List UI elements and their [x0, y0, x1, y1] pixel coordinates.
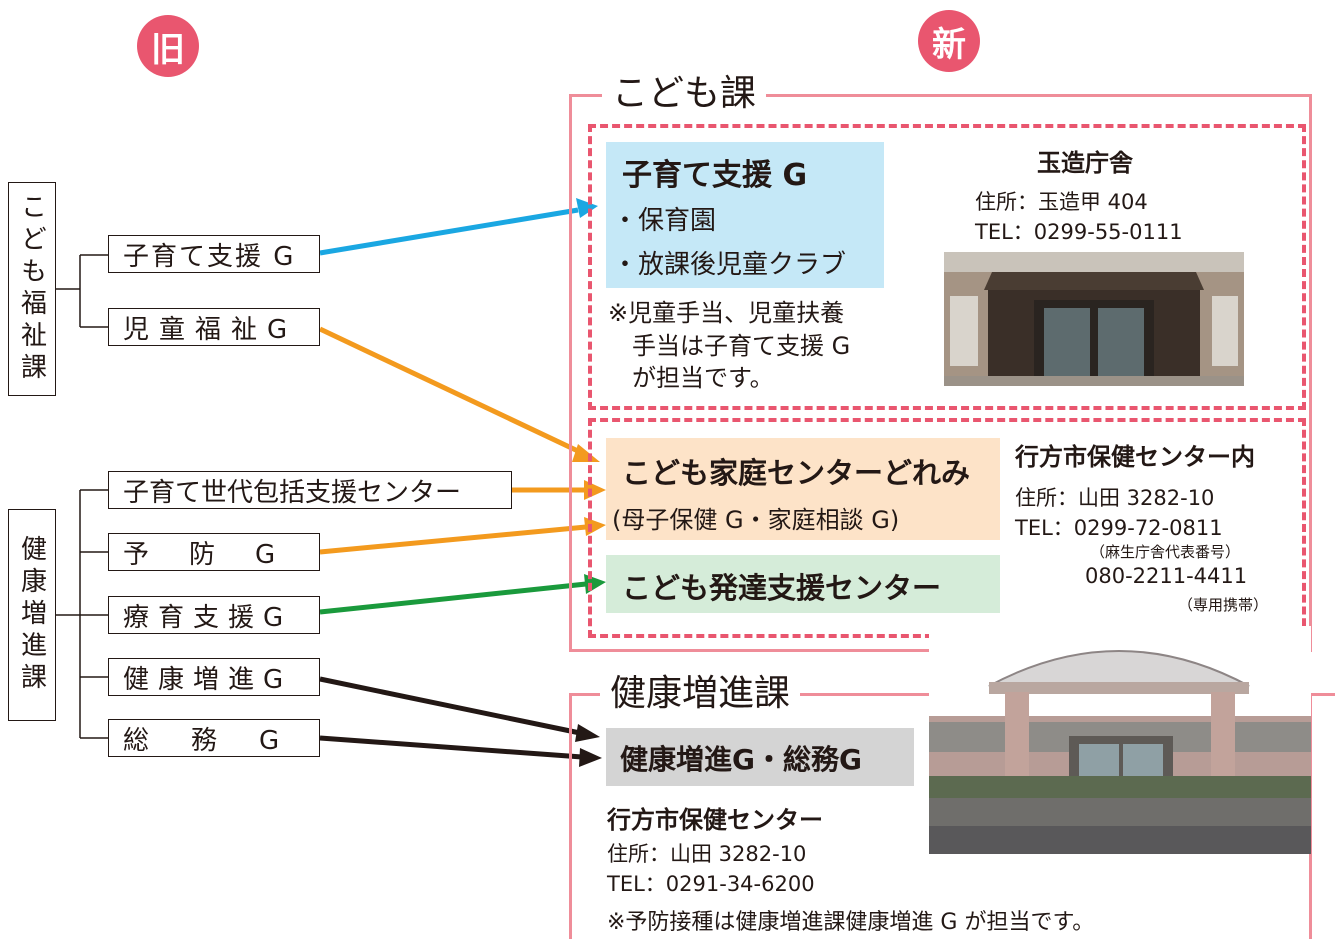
arrow-jido	[318, 326, 582, 455]
kenko-ka-frame-left	[569, 693, 572, 939]
kenko-center-name: 行方市保健センター	[607, 806, 823, 834]
old-dept-kodomo-fukushi: こども福祉課	[8, 182, 56, 396]
arrow-yobo	[319, 524, 587, 555]
old-group-ryoiku: 療育支援G	[108, 596, 320, 634]
hoken-center-in-tel-note: （麻生庁舎代表番号）	[1090, 543, 1241, 561]
hoken-center-building-photo	[929, 626, 1311, 854]
old-marker: 旧	[137, 15, 199, 77]
hoken-center-in-mobile-note: （専用携帯）	[1178, 596, 1269, 614]
tamatsukuri-dashed-frame	[588, 124, 1306, 410]
tamatsukuri-tel: TEL：0299-55-0111	[975, 220, 1183, 244]
hoken-center-in-address: 住所：山田 3282-10	[1015, 486, 1215, 510]
kosodate-note-line2: 手当は子育て支援 G	[632, 332, 851, 360]
hoken-center-in-mobile: 080-2211-4411	[1085, 564, 1248, 588]
kosodate-group-title: 子育て支援 G	[622, 158, 808, 193]
kenko-ka-frame-top-right	[1309, 693, 1335, 696]
kenko-center-tel: TEL：0291-34-6200	[607, 872, 815, 896]
kenko-ka-title: 健康増進課	[600, 672, 801, 716]
arrow-somu	[319, 735, 583, 760]
kenko-group-box	[606, 728, 914, 786]
hoken-center-in-tel: TEL：0299-72-0811	[1015, 516, 1223, 540]
kodomo-ka-title: こども課	[602, 72, 767, 116]
old-group-somu: 総務G	[108, 719, 320, 757]
katei-center-sub: (母子保健 G・家庭相談 G)	[612, 506, 900, 534]
tamatsukuri-building-photo	[944, 252, 1244, 386]
old-group-kenko-zoshin: 健康増進G	[108, 658, 320, 696]
hoken-center-in-name: 行方市保健センター内	[1015, 443, 1255, 471]
katei-center-title: こども家庭センターどれみ	[622, 456, 971, 490]
tree-lines	[56, 254, 108, 739]
hattatsu-center-title: こども発達支援センター	[622, 571, 942, 605]
arrow-kenko	[319, 676, 581, 736]
new-marker: 新	[918, 10, 980, 72]
old-dept-kenko-zoshin: 健康増進課	[8, 509, 56, 721]
old-group-hokatsu-center: 子育て世代包括支援センター	[108, 471, 512, 509]
kenko-center-note: ※予防接種は健康増進課健康増進 G が担当です。	[607, 910, 1095, 935]
hattatsu-center-box	[606, 555, 1000, 613]
kosodate-item-hoikuen: ・保育園	[612, 206, 717, 236]
kosodate-item-hokago: ・放課後児童クラブ	[612, 250, 847, 280]
kenko-group-title: 健康増進G・総務G	[620, 743, 862, 776]
kenko-center-address: 住所：山田 3282-10	[607, 842, 807, 866]
kodomo-ka-frame-right	[1309, 94, 1312, 649]
kosodate-note-line1: ※児童手当、児童扶養	[608, 299, 845, 327]
arrow-ryoiku	[319, 581, 587, 615]
old-group-kosodate: 子育て支援 G	[108, 235, 320, 273]
tamatsukuri-address: 住所：玉造甲 404	[975, 190, 1148, 214]
old-group-yobo: 予防G	[108, 533, 320, 571]
arrow-kosodate	[319, 207, 579, 256]
kosodate-group-box	[606, 142, 884, 288]
old-group-jido-fukushi: 児童福祉G	[108, 308, 320, 346]
tamatsukuri-name: 玉造庁舎	[1037, 149, 1133, 177]
kosodate-note-line3: が担当です。	[632, 364, 774, 392]
katei-center-box	[606, 438, 1000, 540]
